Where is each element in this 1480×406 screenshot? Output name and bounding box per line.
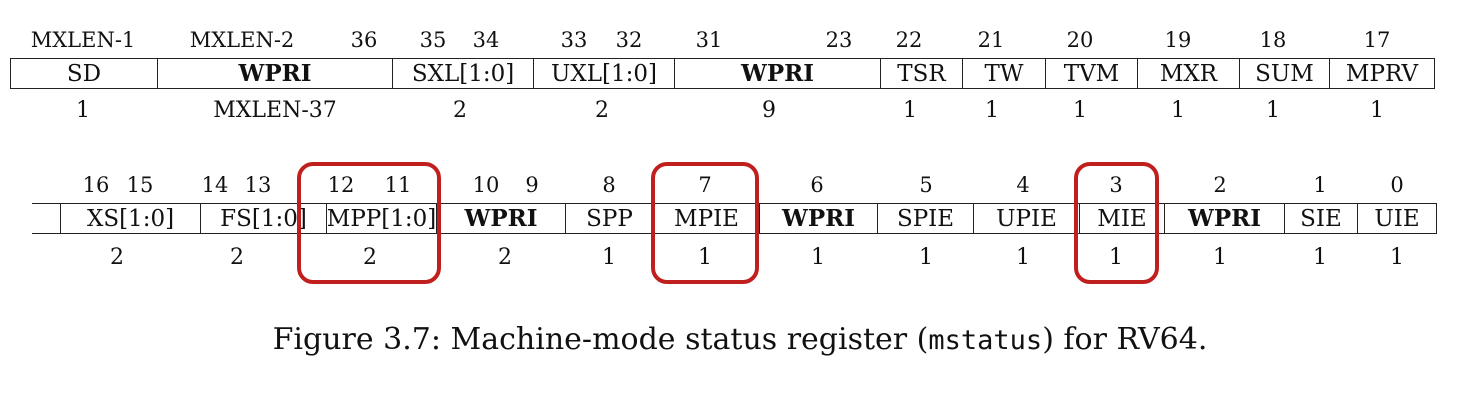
bit-label: 18 <box>1259 28 1287 52</box>
bit-label: 22 <box>895 28 923 52</box>
field-width: 1 <box>1109 245 1123 270</box>
field-width: 1 <box>1390 245 1404 270</box>
field-width: 2 <box>230 245 244 270</box>
field-uie: UIE <box>1357 204 1437 233</box>
field-wpri: WPRI <box>759 204 877 233</box>
field-upie: UPIE <box>973 204 1079 233</box>
bit-label: 2 <box>1213 173 1227 197</box>
field-uxl: UXL[1:0] <box>533 59 674 88</box>
field-width: 2 <box>453 98 467 123</box>
bit-label: 35 <box>419 28 447 52</box>
bit-label: 17 <box>1363 28 1391 52</box>
field-fs: FS[1:0] <box>200 204 326 233</box>
field-sd: SD <box>10 59 157 88</box>
bit-label: 7 <box>698 173 712 197</box>
field-width: 1 <box>1171 98 1185 123</box>
bit-label: MXLEN-1 <box>30 28 136 52</box>
field-width: 1 <box>1016 245 1030 270</box>
bit-label: 34 <box>472 28 500 52</box>
bit-label: 23 <box>825 28 853 52</box>
bit-label: 15 <box>126 173 154 197</box>
bit-label: MXLEN-2 <box>189 28 295 52</box>
field-width: 1 <box>903 98 917 123</box>
bit-label: 31 <box>695 28 723 52</box>
field-width: 2 <box>110 245 124 270</box>
field-width: 1 <box>1266 98 1280 123</box>
field-width: 2 <box>498 245 512 270</box>
bit-label: 19 <box>1164 28 1192 52</box>
bit-label: 1 <box>1313 173 1327 197</box>
bit-label: 4 <box>1016 173 1030 197</box>
bit-label: 16 <box>82 173 110 197</box>
field-tw: TW <box>962 59 1045 88</box>
field-width: 1 <box>985 98 999 123</box>
field-width: 9 <box>762 98 776 123</box>
field-width: 1 <box>1073 98 1087 123</box>
field-width: 1 <box>811 245 825 270</box>
bit-label: 10 <box>472 173 500 197</box>
field-wpri: WPRI <box>1164 204 1284 233</box>
bit-label: 11 <box>384 173 412 197</box>
field-sxl: SXL[1:0] <box>392 59 533 88</box>
field-spp: SPP <box>565 204 653 233</box>
bit-label: 8 <box>602 173 616 197</box>
field-tsr: TSR <box>880 59 962 88</box>
field-sie: SIE <box>1284 204 1357 233</box>
field-width: 2 <box>363 245 377 270</box>
register-row-upper: SD WPRI SXL[1:0] UXL[1:0] WPRI TSR TW TV… <box>10 58 1435 89</box>
field-mpie: MPIE <box>653 204 759 233</box>
field-mie: MIE <box>1079 204 1164 233</box>
field-width: MXLEN-37 <box>213 98 337 123</box>
field-width: 1 <box>76 98 90 123</box>
field-mxr: MXR <box>1137 59 1239 88</box>
register-row-lower: XS[1:0] FS[1:0] MPP[1:0] WPRI SPP MPIE W… <box>32 203 1437 234</box>
bit-label: 3 <box>1109 173 1123 197</box>
field-width: 1 <box>1313 245 1327 270</box>
field-width: 2 <box>595 98 609 123</box>
field-width: 1 <box>602 245 616 270</box>
field-spie: SPIE <box>877 204 973 233</box>
field-xs: XS[1:0] <box>60 204 200 233</box>
bit-label: 5 <box>919 173 933 197</box>
bit-label: 20 <box>1066 28 1094 52</box>
bit-label: 0 <box>1390 173 1404 197</box>
field-width: 1 <box>919 245 933 270</box>
bit-label: 21 <box>977 28 1005 52</box>
bit-label: 12 <box>327 173 355 197</box>
field-wpri: WPRI <box>436 204 565 233</box>
field-width: 1 <box>1370 98 1384 123</box>
caption-prefix: Figure 3.7: Machine-mode status register… <box>272 322 929 357</box>
bit-label: 32 <box>615 28 643 52</box>
bit-label: 33 <box>560 28 588 52</box>
field-sum: SUM <box>1239 59 1329 88</box>
field-wpri: WPRI <box>674 59 880 88</box>
field-width: 1 <box>1213 245 1227 270</box>
bit-label: 36 <box>350 28 378 52</box>
field-wpri: WPRI <box>157 59 392 88</box>
figure-caption: Figure 3.7: Machine-mode status register… <box>0 322 1480 357</box>
bit-label: 6 <box>810 173 824 197</box>
caption-suffix: ) for RV64. <box>1042 322 1208 357</box>
bit-label: 13 <box>244 173 272 197</box>
caption-code: mstatus <box>928 325 1043 356</box>
field-width: 1 <box>698 245 712 270</box>
field-tvm: TVM <box>1045 59 1137 88</box>
bit-label: 14 <box>201 173 229 197</box>
field-mpp: MPP[1:0] <box>326 204 437 233</box>
bit-label: 9 <box>525 173 539 197</box>
field-mprv: MPRV <box>1329 59 1435 88</box>
